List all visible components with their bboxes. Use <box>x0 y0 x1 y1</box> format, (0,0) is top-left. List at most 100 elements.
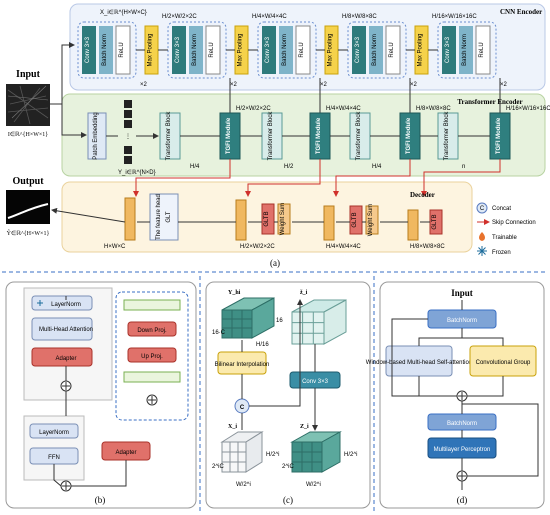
panel-c <box>205 281 371 509</box>
max-pooling-label: Max Pooling <box>148 33 154 66</box>
dim-label: H/4×W/4×4C <box>326 106 361 112</box>
token-sequence: ⋮ <box>124 100 132 164</box>
svg-text:⋮: ⋮ <box>125 134 131 140</box>
cube-y <box>221 297 275 339</box>
mlp-label: Multilayer Perceptron <box>434 447 491 453</box>
snowflake-icon <box>37 300 43 306</box>
yi-shape: Y_i∈ℝ^{N×D} <box>118 169 156 176</box>
gltb-2 <box>349 205 363 235</box>
h2i-label: H/2^i <box>344 452 358 458</box>
dim-label: H/8×W/8×8C <box>416 106 451 112</box>
panel-c-label: (c) <box>283 495 293 505</box>
panel-d-label: (d) <box>457 495 468 505</box>
conv-label: Conv 3×3 <box>85 36 91 63</box>
frac-label: H/4 <box>372 164 382 170</box>
d-input-label: Input <box>451 288 473 298</box>
concat-label: C <box>240 405 245 411</box>
transformer-block-label: Transformer Block <box>268 111 274 161</box>
conv-group-label: Convolutional Group <box>476 360 531 366</box>
layernorm-label: LayerNorm <box>39 430 69 436</box>
hw16-label: H/16 <box>256 342 269 348</box>
dim-label: H/16×W/16×16C <box>506 106 550 112</box>
conv-label: Conv 3×3 <box>445 36 451 63</box>
adapter-label: Adapter <box>115 450 136 456</box>
relu-label: ReLU <box>389 42 395 57</box>
adapter-label: Adapter <box>55 356 76 362</box>
feature-head <box>149 193 179 241</box>
gltb-1 <box>261 203 275 235</box>
times2-label: ×2 <box>230 82 238 88</box>
frac-label: H/2 <box>284 164 294 170</box>
relu-label: ReLU <box>299 42 305 57</box>
input-title: Input <box>16 69 41 80</box>
dim-label: H/8×W/8×8C <box>342 14 377 20</box>
decoder-feature-3 <box>407 209 419 241</box>
cnn-stage-1: Conv 3×3 Batch Norm ReLU ×2 <box>77 21 148 88</box>
legend-frozen: Frozen <box>492 250 511 256</box>
cnn-stage-4: Conv 3×3 Batch Norm ReLU ×2 <box>347 21 418 88</box>
dim-label: H/4×W/4×4C <box>252 14 287 20</box>
times2-label: ×2 <box>410 82 418 88</box>
w2i-label: W/2^i <box>236 482 251 488</box>
svg-text:C: C <box>480 206 485 212</box>
decoder-feature-2 <box>323 205 335 241</box>
gltb-label: GLTB <box>352 212 358 227</box>
dim-label: H/2×W/2×2C <box>162 14 197 20</box>
dim-label: H/2×W/2×2C <box>236 106 271 112</box>
max-pooling-label: Max Pooling <box>418 33 424 66</box>
ffn-label: FFN <box>48 455 60 461</box>
batchnorm-label: BatchNorm <box>447 421 477 427</box>
legend-skip: Skip Connection <box>492 220 536 226</box>
gltb-label: GLTB <box>432 214 438 229</box>
dim-label: H/4×W/4×4C <box>326 244 361 250</box>
two-c-label: 2^iC <box>212 464 224 470</box>
cube-z <box>290 431 342 473</box>
dim-label: H/16×W/16×16C <box>432 14 477 20</box>
flame-icon <box>479 232 485 241</box>
feature-head-label: The feature head <box>156 194 162 240</box>
z-i-label: Z_i <box>300 424 309 430</box>
conv-label: Conv 3×3 <box>355 36 361 63</box>
dim-label: H/8×W/8×8C <box>410 244 445 250</box>
batchnorm-label: BatchNorm <box>447 318 477 324</box>
output-shape: Ŷ∈ℝ^{H×W×1} <box>7 229 50 237</box>
batchnorm-label: Batch Norm <box>102 34 108 66</box>
transformer-block-label: Transformer Block <box>356 111 362 161</box>
mha-label: Multi-Head Attention <box>39 327 93 333</box>
dim-label: H/2×W/2×2C <box>240 244 275 250</box>
gltb-label: GLTB <box>264 211 270 226</box>
decoder-title: Decoder <box>410 191 435 199</box>
adapter-box <box>31 347 93 367</box>
batchnorm-label: Batch Norm <box>282 34 288 66</box>
input-image <box>6 84 50 126</box>
wmsa-label: Window-based Multi-head Self-attention <box>366 360 472 366</box>
panel-b-label: (b) <box>95 495 106 505</box>
tgfi-label: TGFI Module <box>406 117 412 154</box>
dim-label: H×W×C <box>104 244 126 250</box>
conv-label: Conv 3×3 <box>265 36 271 63</box>
legend: C Concat Skip Connection Trainable Froze… <box>476 202 536 256</box>
transformer-encoder-panel <box>61 93 546 177</box>
two-c-label: 2^iC <box>282 464 294 470</box>
adapter-detail <box>115 291 189 421</box>
legend-trainable: Trainable <box>492 235 517 241</box>
output-title: Output <box>12 176 44 187</box>
panel-a-label: (a) <box>270 258 280 268</box>
y-hi-label: Y_hi <box>228 290 241 296</box>
transformer-block-label: Transformer Block <box>444 111 450 161</box>
batchnorm-label: Batch Norm <box>192 34 198 66</box>
panel-d <box>379 281 545 509</box>
decoder-feature-out <box>124 197 136 241</box>
output-image <box>6 190 50 224</box>
h2i-label: H/2^i <box>266 452 280 458</box>
cube-x <box>220 431 264 473</box>
transformer-block-label: Transformer Block <box>166 111 172 161</box>
max-pooling-label: Max Pooling <box>238 33 244 66</box>
relu-label: ReLU <box>119 42 125 57</box>
bilinear-label: Bilinear Interpolation <box>215 362 270 368</box>
decoder-feature-1 <box>235 199 247 241</box>
max-pooling-label: Max Pooling <box>328 33 334 66</box>
layernorm-label: LayerNorm <box>51 302 81 308</box>
